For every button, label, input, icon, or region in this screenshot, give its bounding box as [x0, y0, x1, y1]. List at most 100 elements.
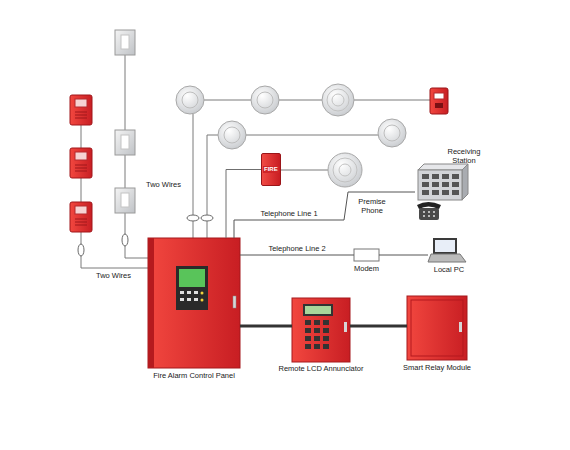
telephone-set [428, 215, 430, 217]
wire-connector [350, 325, 407, 328]
smoke-detector [257, 92, 273, 108]
ceiling-strobe [115, 30, 135, 55]
control-panel-cabinet [187, 291, 191, 294]
control-panel-cabinet [187, 298, 191, 301]
receiving-station-device [432, 174, 439, 179]
laptop-computer [433, 238, 457, 254]
modem-box [354, 249, 379, 261]
device-label: FIRE [263, 166, 279, 173]
receiving-station-device [418, 164, 468, 200]
ceiling-strobe [115, 30, 135, 213]
wire-label: Two Wires [146, 180, 181, 189]
control-panel-cabinet [148, 238, 240, 368]
smoke-detector [328, 153, 362, 187]
device-label: Smart Relay Module [403, 363, 471, 372]
smoke-detector [332, 94, 344, 106]
wire-connector [379, 255, 428, 256]
control-panel-cabinet [201, 299, 204, 302]
annunciator-cabinet [305, 344, 311, 349]
receiving-station-device [452, 182, 459, 187]
receiving-station-device [432, 182, 439, 187]
annunciator-cabinet [314, 336, 320, 341]
wire-marker [201, 215, 213, 221]
field-wiring [280, 170, 328, 171]
receiving-station-device [422, 174, 429, 179]
device-label: Local PC [434, 265, 464, 274]
receiving-station-device [418, 170, 462, 200]
wall-horn-strobe [75, 152, 87, 160]
control-panel-cabinet [233, 296, 236, 308]
pull-station [430, 88, 448, 114]
receiving-station-device [452, 174, 459, 179]
pull-station [430, 88, 448, 114]
smoke-detector [322, 84, 354, 116]
receiving-station-device [422, 182, 429, 187]
control-panel-cabinet [180, 298, 184, 301]
wall-horn-strobe [75, 219, 87, 225]
wire-label: Two Wires [96, 271, 131, 280]
smoke-detector [218, 121, 246, 149]
wall-horn-strobe [70, 202, 92, 232]
annunciator-cabinet [323, 336, 329, 341]
receiving-station-device [442, 190, 449, 195]
telephone-set [417, 202, 441, 209]
control-panel-cabinet [148, 238, 240, 368]
annunciator-cabinet [305, 336, 311, 341]
modem: Modem [354, 249, 379, 273]
annunciator-cabinet [323, 320, 329, 325]
field-wiring [204, 100, 430, 101]
wire-marker [122, 234, 128, 246]
telephone-set [433, 215, 435, 217]
receiving-station-device [422, 190, 429, 195]
ceiling-strobe [121, 135, 129, 149]
premise-phone: Premise Phone [352, 196, 442, 224]
smoke-detector [176, 86, 204, 114]
telephone-set [433, 211, 435, 213]
wall-horn-strobe [75, 99, 87, 107]
receiving-station-device [442, 182, 449, 187]
smoke-detector [251, 86, 279, 114]
telephone-set [417, 202, 441, 220]
smoke-detector [327, 89, 349, 111]
field-wiring [207, 135, 378, 238]
telephone-set [419, 208, 439, 220]
device-label: Remote LCD Annunciator [278, 364, 363, 373]
control-panel-cabinet [148, 238, 154, 368]
smoke-detector [182, 92, 198, 108]
receiving-station-device [452, 190, 459, 195]
annunciator-cabinet [314, 344, 320, 349]
telephone-set [428, 211, 430, 213]
annunciator-cabinet [305, 328, 311, 333]
receiving-station-device [422, 174, 459, 195]
smoke-detector [339, 164, 351, 176]
wall-horn-strobe [75, 206, 87, 214]
wall-horn-strobe [75, 165, 87, 171]
device-label: Receiving Station [441, 147, 487, 165]
field-wiring [81, 125, 148, 268]
remote-annunciator: Remote LCD Annunciator [292, 297, 350, 373]
laptop-computer [428, 254, 466, 262]
line-label: Telephone Line 1 [258, 209, 319, 218]
wire-marker [187, 215, 199, 221]
annunciator-cabinet [323, 328, 329, 333]
wire-connector [240, 255, 354, 256]
laptop-computer [435, 240, 455, 252]
field-wiring [81, 55, 430, 268]
telephone-set [423, 211, 435, 217]
smoke-detector [224, 127, 240, 143]
control-panel-cabinet [194, 298, 198, 301]
modem-box [354, 249, 379, 261]
telephone-set [423, 215, 425, 217]
laptop-computer [428, 238, 466, 262]
control-panel-cabinet [179, 269, 205, 287]
pull-station [434, 93, 444, 99]
telephone-set [423, 211, 425, 213]
device-label: Fire Alarm Control Panel [153, 371, 235, 380]
field-wiring [125, 55, 148, 258]
ceiling-strobe [121, 35, 129, 49]
wire-connector [240, 325, 292, 328]
wire-connector [226, 170, 261, 239]
